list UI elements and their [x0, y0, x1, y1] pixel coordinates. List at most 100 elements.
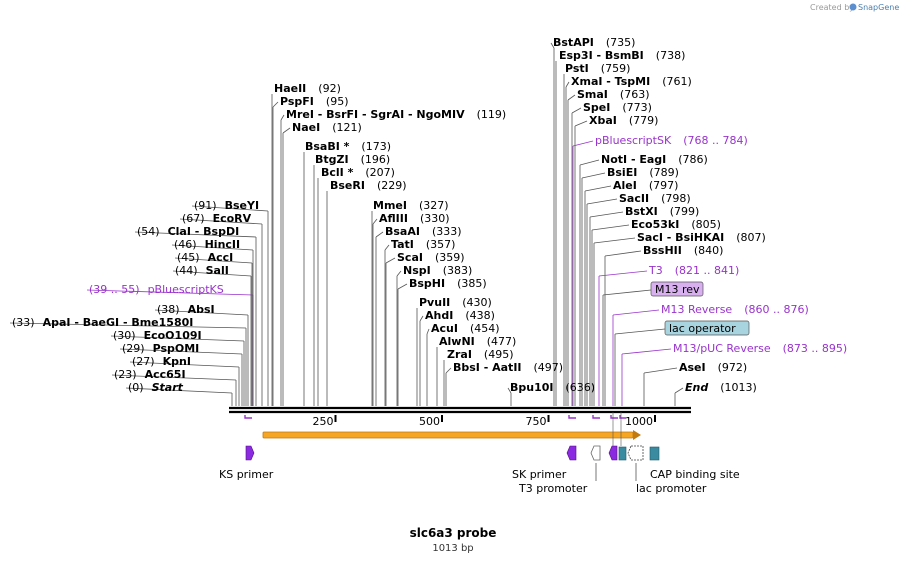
- site-position: (54): [137, 225, 160, 238]
- cut-site-label: AcuI(454): [431, 322, 500, 335]
- cut-site-label: (23)Acc65I: [114, 368, 186, 381]
- cut-site-label: NspI (383): [403, 264, 472, 277]
- cut-site-label: BsaBI * (173): [305, 140, 391, 153]
- site-name: HincII: [205, 238, 241, 251]
- site-name: BstXI: [625, 205, 658, 218]
- site-name: SacII: [619, 192, 649, 205]
- site-position: (761): [662, 75, 692, 88]
- site-position: (121): [332, 121, 362, 134]
- site-position: (173): [361, 140, 391, 153]
- site-position: (821 .. 841): [675, 264, 740, 277]
- cut-site-label: BseRI(229): [330, 179, 407, 192]
- site-leader-elbow: [565, 81, 570, 88]
- site-name: XmaI - TspMI: [571, 75, 650, 88]
- site-leader-elbow: [154, 309, 249, 316]
- site-name: pBluescriptKS: [148, 283, 224, 296]
- site-name: TatI: [391, 238, 414, 251]
- site-name: Esp3I - BsmBI: [559, 49, 644, 62]
- cut-site-label: M13 Reverse(860 .. 876): [661, 303, 809, 316]
- cut-site-label: AlwNI(477): [439, 335, 516, 348]
- feature-label-sk-primer: SK primer: [512, 468, 567, 481]
- snapgene-logo-icon: [849, 3, 857, 11]
- cut-site-label: (39 .. 55) pBluescriptKS: [89, 283, 224, 296]
- site-leader-elbow: [134, 231, 257, 238]
- site-leader-elbow: [171, 244, 254, 251]
- site-leader-elbow: [419, 315, 424, 322]
- site-leader-elbow: [179, 218, 263, 225]
- ruler-tick-label: 750: [526, 415, 547, 428]
- site-position: (763): [620, 88, 650, 101]
- site-leader-elbow: [572, 140, 594, 147]
- cut-site-label: MmeI(327): [373, 199, 449, 212]
- site-leader-elbow: [282, 127, 291, 134]
- cut-site-label: AseI(972): [679, 361, 747, 374]
- site-leader-elbow: [674, 387, 684, 394]
- site-leader-elbow: [129, 361, 240, 368]
- insert-arrow: [262, 430, 641, 440]
- cut-site-label: Eco53kI(805): [631, 218, 721, 231]
- site-name: BbsI - AatII: [453, 361, 522, 374]
- site-position: (383): [443, 264, 473, 277]
- primer-site-mark: [568, 415, 576, 419]
- site-position: (45): [177, 251, 200, 264]
- site-leader-elbow: [604, 250, 642, 257]
- site-position: (789): [649, 166, 679, 179]
- site-name: SalI: [206, 264, 229, 277]
- site-position: (972): [718, 361, 748, 374]
- site-position: (39 .. 55): [89, 283, 140, 296]
- site-position: (327): [419, 199, 449, 212]
- boxed-feature-bg: [650, 281, 704, 297]
- cut-site-label: BbsI - AatII(497): [453, 361, 563, 374]
- lac-operator-icon: [618, 446, 627, 461]
- site-leader-elbow: [586, 198, 618, 205]
- site-position: (357): [426, 238, 456, 251]
- site-position: (207): [365, 166, 395, 179]
- cut-site-label: BstXI(799): [625, 205, 699, 218]
- site-name: AbsI: [188, 303, 215, 316]
- map-length: 1013 bp: [432, 543, 473, 554]
- primer-site-mark: [619, 415, 626, 419]
- site-leader-elbow: [643, 367, 678, 374]
- feature-label-ks-primer: KS primer: [219, 468, 274, 481]
- cut-site-label: BtgZI(196): [315, 153, 390, 166]
- site-leader-elbow: [612, 309, 660, 316]
- site-name: BsaBI *: [305, 140, 350, 153]
- site-position: (67): [182, 212, 205, 225]
- site-leader-elbow: [598, 270, 648, 277]
- site-leader-elbow: [602, 289, 652, 296]
- sk-primer-icon: [566, 445, 577, 461]
- m13-rev-primer-icon: [608, 445, 618, 461]
- primer-site-mark: [610, 415, 618, 419]
- site-position: (23): [114, 368, 137, 381]
- primer-site-mark: [244, 415, 252, 419]
- site-name: AlwNI: [439, 335, 475, 348]
- site-name: BstAPI: [553, 36, 594, 49]
- cut-site-label: (46)HincII: [174, 238, 240, 251]
- site-leader-elbow: [86, 289, 254, 296]
- site-leader-elbow: [125, 387, 233, 394]
- site-position: (29): [122, 342, 145, 355]
- credit-brand: SnapGene: [858, 3, 899, 12]
- ruler-tick-label: 1000: [625, 415, 653, 428]
- site-name: PspOMI: [153, 342, 200, 355]
- site-name: SmaI: [577, 88, 608, 101]
- site-name: BseYI: [225, 199, 259, 212]
- site-position: (738): [656, 49, 686, 62]
- boxed-feature-bg: [664, 320, 750, 336]
- feature-label-cap-binding-site: CAP binding site: [650, 468, 740, 481]
- site-position: (330): [420, 212, 450, 225]
- cut-site-label: SmaI (763): [577, 88, 650, 101]
- site-name: NspI: [403, 264, 431, 277]
- site-position: (805): [691, 218, 721, 231]
- cut-site-label: (54)ClaI - BspDI: [137, 225, 239, 238]
- site-name: M13/pUC Reverse: [673, 342, 771, 355]
- cut-site-label: TatI (357): [391, 238, 455, 251]
- site-name: T3: [648, 264, 663, 277]
- site-leader-elbow: [445, 367, 452, 374]
- site-position: (454): [470, 322, 500, 335]
- site-name: XbaI: [589, 114, 617, 127]
- cut-site-label: SpeI(773): [583, 101, 652, 114]
- site-leader-elbow: [550, 42, 555, 49]
- feature-label-t3-promoter: T3 promoter: [518, 482, 588, 495]
